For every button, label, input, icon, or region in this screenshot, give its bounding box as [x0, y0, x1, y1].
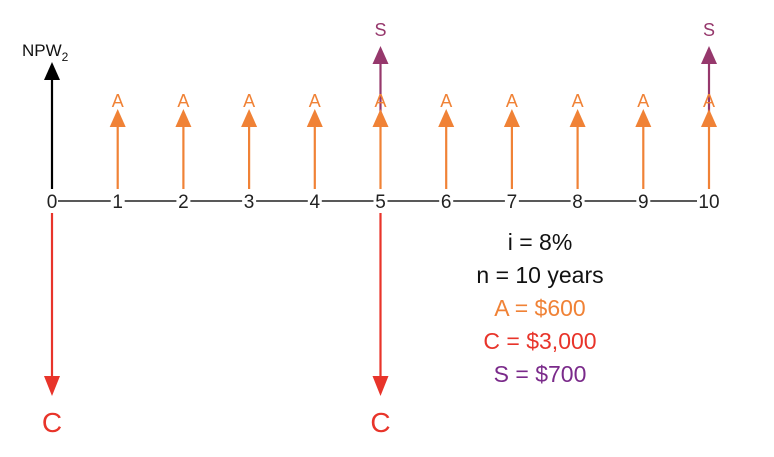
period-label: 6: [441, 192, 452, 213]
annuity-arrow-head: [701, 109, 717, 127]
annuity-arrow-head: [306, 109, 323, 127]
annuity-label: A: [637, 91, 649, 111]
cost-arrow-head: [44, 376, 60, 396]
timeline: 0 1 2 3 4 5 6 7 8 9 10: [47, 192, 720, 213]
annuity-label: A: [177, 91, 189, 111]
npw-arrow-head: [44, 62, 60, 80]
annuity-arrow-head: [635, 109, 652, 127]
annuity-arrow-head: [569, 109, 586, 127]
period-label: 10: [698, 192, 719, 213]
annuity-arrow-head: [241, 109, 258, 127]
salvage-arrow-head: [701, 46, 717, 64]
life-text: n = 10 years: [476, 262, 603, 288]
period-label: 1: [112, 192, 123, 213]
period-label: 3: [244, 192, 255, 213]
annuity-arrow-head: [503, 109, 520, 127]
period-label: 0: [47, 192, 58, 213]
period-label: 5: [375, 192, 386, 213]
annuity-label: A: [243, 91, 255, 111]
annuity-label: A: [440, 91, 452, 111]
annuity-label: A: [572, 91, 584, 111]
interest-rate-text: i = 8%: [508, 229, 573, 255]
parameter-block: i = 8% n = 10 years A = $600 C = $3,000 …: [476, 229, 603, 387]
annuity-label: A: [703, 91, 715, 111]
annuity-label: A: [374, 91, 386, 111]
annuity-arrow-head: [109, 109, 126, 127]
npw-label: NPW2: [22, 41, 69, 64]
salvage-value-text: S = $700: [494, 361, 587, 387]
annuity-arrow-head: [175, 109, 192, 127]
cost-label: C: [370, 407, 390, 438]
period-label: 9: [638, 192, 649, 213]
cost-value-text: C = $3,000: [483, 328, 596, 354]
salvage-label: S: [703, 20, 715, 40]
annuity-label: A: [506, 91, 518, 111]
annuity-value-text: A = $600: [494, 295, 585, 321]
period-label: 2: [178, 192, 189, 213]
annuity-arrow-head: [438, 109, 455, 127]
period-label: 4: [310, 192, 321, 213]
salvage-label: S: [374, 20, 386, 40]
annuity-label: A: [309, 91, 321, 111]
period-label: 7: [507, 192, 518, 213]
period-label: 8: [572, 192, 583, 213]
salvage-arrow-head: [372, 46, 389, 64]
annuity-arrow-head: [372, 109, 389, 127]
arrow-labels: S S A A A A A A A A A A C C: [42, 20, 715, 438]
cost-label: C: [42, 407, 62, 438]
cash-flow-arrows: [44, 46, 717, 396]
cost-arrow-head: [372, 376, 389, 396]
annuity-label: A: [112, 91, 124, 111]
